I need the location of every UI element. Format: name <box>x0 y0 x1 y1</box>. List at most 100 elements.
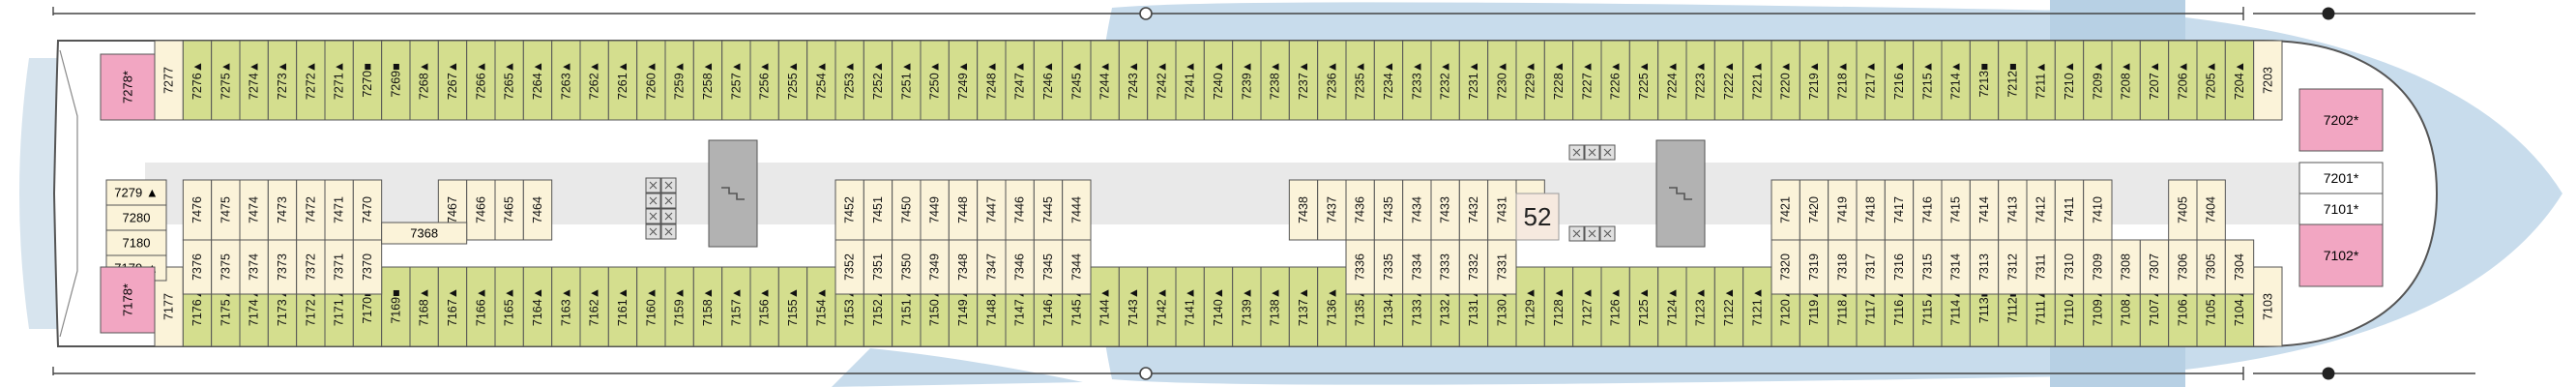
cabin-7234[interactable]: 7234▲ <box>1373 40 1404 121</box>
cabin-7350[interactable]: 7350 <box>892 239 922 295</box>
cabin-7223[interactable]: 7223▲ <box>1685 40 1715 121</box>
cabin-7122[interactable]: 7122▲ <box>1713 266 1744 347</box>
cabin-7253[interactable]: 7253▲ <box>834 40 864 121</box>
cabin-7333[interactable]: 7333 <box>1430 239 1460 295</box>
cabin-7437[interactable]: 7437 <box>1317 179 1347 241</box>
cabin-7215[interactable]: 7215▲ <box>1913 40 1943 121</box>
cabin-7144[interactable]: 7144▲ <box>1090 266 1120 347</box>
cabin-7418[interactable]: 7418 <box>1856 179 1886 241</box>
cabin-7417[interactable]: 7417 <box>1884 179 1915 241</box>
cabin-7237[interactable]: 7237▲ <box>1288 40 1319 121</box>
cabin-7125[interactable]: 7125▲ <box>1628 266 1659 347</box>
cabin-7416[interactable]: 7416 <box>1913 179 1943 241</box>
cabin-7244[interactable]: 7244▲ <box>1090 40 1120 121</box>
cabin-7264[interactable]: 7264▲ <box>522 40 553 121</box>
cabin-7335[interactable]: 7335 <box>1373 239 1404 295</box>
cabin-7249[interactable]: 7249▲ <box>948 40 979 121</box>
cabin-7371[interactable]: 7371 <box>324 239 354 295</box>
cabin-7241[interactable]: 7241▲ <box>1175 40 1205 121</box>
cabin-7221[interactable]: 7221▲ <box>1742 40 1772 121</box>
cabin-7159[interactable]: 7159▲ <box>664 266 694 347</box>
cabin-7258[interactable]: 7258▲ <box>692 40 723 121</box>
cabin-7129[interactable]: 7129▲ <box>1515 266 1545 347</box>
cabin-7126[interactable]: 7126▲ <box>1600 266 1630 347</box>
cabin-7254[interactable]: 7254▲ <box>806 40 836 121</box>
cabin-7452[interactable]: 7452 <box>834 179 864 241</box>
cabin-7419[interactable]: 7419 <box>1828 179 1858 241</box>
cabin-7262[interactable]: 7262▲ <box>579 40 609 121</box>
cabin-7470[interactable]: 7470 <box>352 179 383 241</box>
cabin-7476[interactable]: 7476 <box>182 179 213 241</box>
cabin-7168[interactable]: 7168▲ <box>409 266 439 347</box>
cabin-7216[interactable]: 7216▲ <box>1884 40 1915 121</box>
cabin-7219[interactable]: 7219▲ <box>1799 40 1830 121</box>
cabin-7124[interactable]: 7124▲ <box>1657 266 1687 347</box>
cabin-7332[interactable]: 7332 <box>1458 239 1489 295</box>
cabin-7263[interactable]: 7263▲ <box>551 40 581 121</box>
cabin-7274[interactable]: 7274▲ <box>239 40 269 121</box>
cabin-7238[interactable]: 7238▲ <box>1260 40 1290 121</box>
cabin-7248[interactable]: 7248▲ <box>977 40 1007 121</box>
cabin-7346[interactable]: 7346 <box>1005 239 1035 295</box>
cabin-7213[interactable]: 7213■ <box>1969 40 2000 121</box>
suite-7102[interactable]: 7102* <box>2298 223 2384 287</box>
cabin-7210[interactable]: 7210▲ <box>2054 40 2085 121</box>
cabin-7259[interactable]: 7259▲ <box>664 40 694 121</box>
cabin-7211[interactable]: 7211▲ <box>2026 40 2056 121</box>
cabin-7275[interactable]: 7275▲ <box>211 40 241 121</box>
cabin-7128[interactable]: 7128▲ <box>1543 266 1574 347</box>
cabin-7464[interactable]: 7464 <box>522 179 553 241</box>
cabin-7260[interactable]: 7260▲ <box>636 40 666 121</box>
cabin-7206[interactable]: 7206▲ <box>2168 40 2198 121</box>
cabin-7465[interactable]: 7465 <box>494 179 524 241</box>
cabin-7473[interactable]: 7473 <box>267 179 298 241</box>
cabin-7169[interactable]: 7169■ <box>381 266 411 347</box>
cabin-7404[interactable]: 7404 <box>2196 179 2226 241</box>
cabin-7268[interactable]: 7268▲ <box>409 40 439 121</box>
cabin-7252[interactable]: 7252▲ <box>863 40 893 121</box>
cabin-7205[interactable]: 7205▲ <box>2196 40 2226 121</box>
cabin-7156[interactable]: 7156▲ <box>749 266 779 347</box>
cabin-7245[interactable]: 7245▲ <box>1062 40 1092 121</box>
cabin-7140[interactable]: 7140▲ <box>1203 266 1234 347</box>
suite-7202[interactable]: 7202* <box>2298 88 2384 152</box>
cabin-7279[interactable]: 7279 ▲ <box>105 179 167 206</box>
cabin-7314[interactable]: 7314 <box>1941 239 1971 295</box>
cabin-7154[interactable]: 7154▲ <box>806 266 836 347</box>
cabin-7352[interactable]: 7352 <box>834 239 864 295</box>
cabin-7313[interactable]: 7313 <box>1969 239 2000 295</box>
cabin-7180[interactable]: 7180 <box>105 229 167 256</box>
cabin-7438[interactable]: 7438 <box>1288 179 1319 241</box>
cabin-7203[interactable]: 7203 <box>2253 40 2283 121</box>
cabin-7123[interactable]: 7123▲ <box>1685 266 1715 347</box>
cabin-7235[interactable]: 7235▲ <box>1345 40 1375 121</box>
cabin-7271[interactable]: 7271▲ <box>324 40 354 121</box>
cabin-7256[interactable]: 7256▲ <box>749 40 779 121</box>
cabin-7376[interactable]: 7376 <box>182 239 213 295</box>
cabin-7228[interactable]: 7228▲ <box>1543 40 1574 121</box>
cabin-7207[interactable]: 7207▲ <box>2139 40 2170 121</box>
cabin-7375[interactable]: 7375 <box>211 239 241 295</box>
cabin-7239[interactable]: 7239▲ <box>1232 40 1262 121</box>
cabin-7445[interactable]: 7445 <box>1033 179 1064 241</box>
cabin-7143[interactable]: 7143▲ <box>1118 266 1149 347</box>
cabin-7351[interactable]: 7351 <box>863 239 893 295</box>
cabin-7414[interactable]: 7414 <box>1969 179 2000 241</box>
cabin-7334[interactable]: 7334 <box>1402 239 1432 295</box>
cabin-7451[interactable]: 7451 <box>863 179 893 241</box>
cabin-7231[interactable]: 7231▲ <box>1458 40 1489 121</box>
cabin-7431[interactable]: 7431 <box>1487 179 1517 241</box>
cabin-7411[interactable]: 7411 <box>2054 179 2085 241</box>
cabin-7166[interactable]: 7166▲ <box>466 266 496 347</box>
cabin-7312[interactable]: 7312 <box>1998 239 2028 295</box>
cabin-7415[interactable]: 7415 <box>1941 179 1971 241</box>
suite-7201[interactable]: 7201* <box>2298 162 2384 194</box>
cabin-7412[interactable]: 7412 <box>2026 179 2056 241</box>
cabin-7345[interactable]: 7345 <box>1033 239 1064 295</box>
cabin-7266[interactable]: 7266▲ <box>466 40 496 121</box>
cabin-7261[interactable]: 7261▲ <box>607 40 638 121</box>
cabin-7315[interactable]: 7315 <box>1913 239 1943 295</box>
cabin-7273[interactable]: 7273▲ <box>267 40 298 121</box>
cabin-7224[interactable]: 7224▲ <box>1657 40 1687 121</box>
cabin-7317[interactable]: 7317 <box>1856 239 1886 295</box>
